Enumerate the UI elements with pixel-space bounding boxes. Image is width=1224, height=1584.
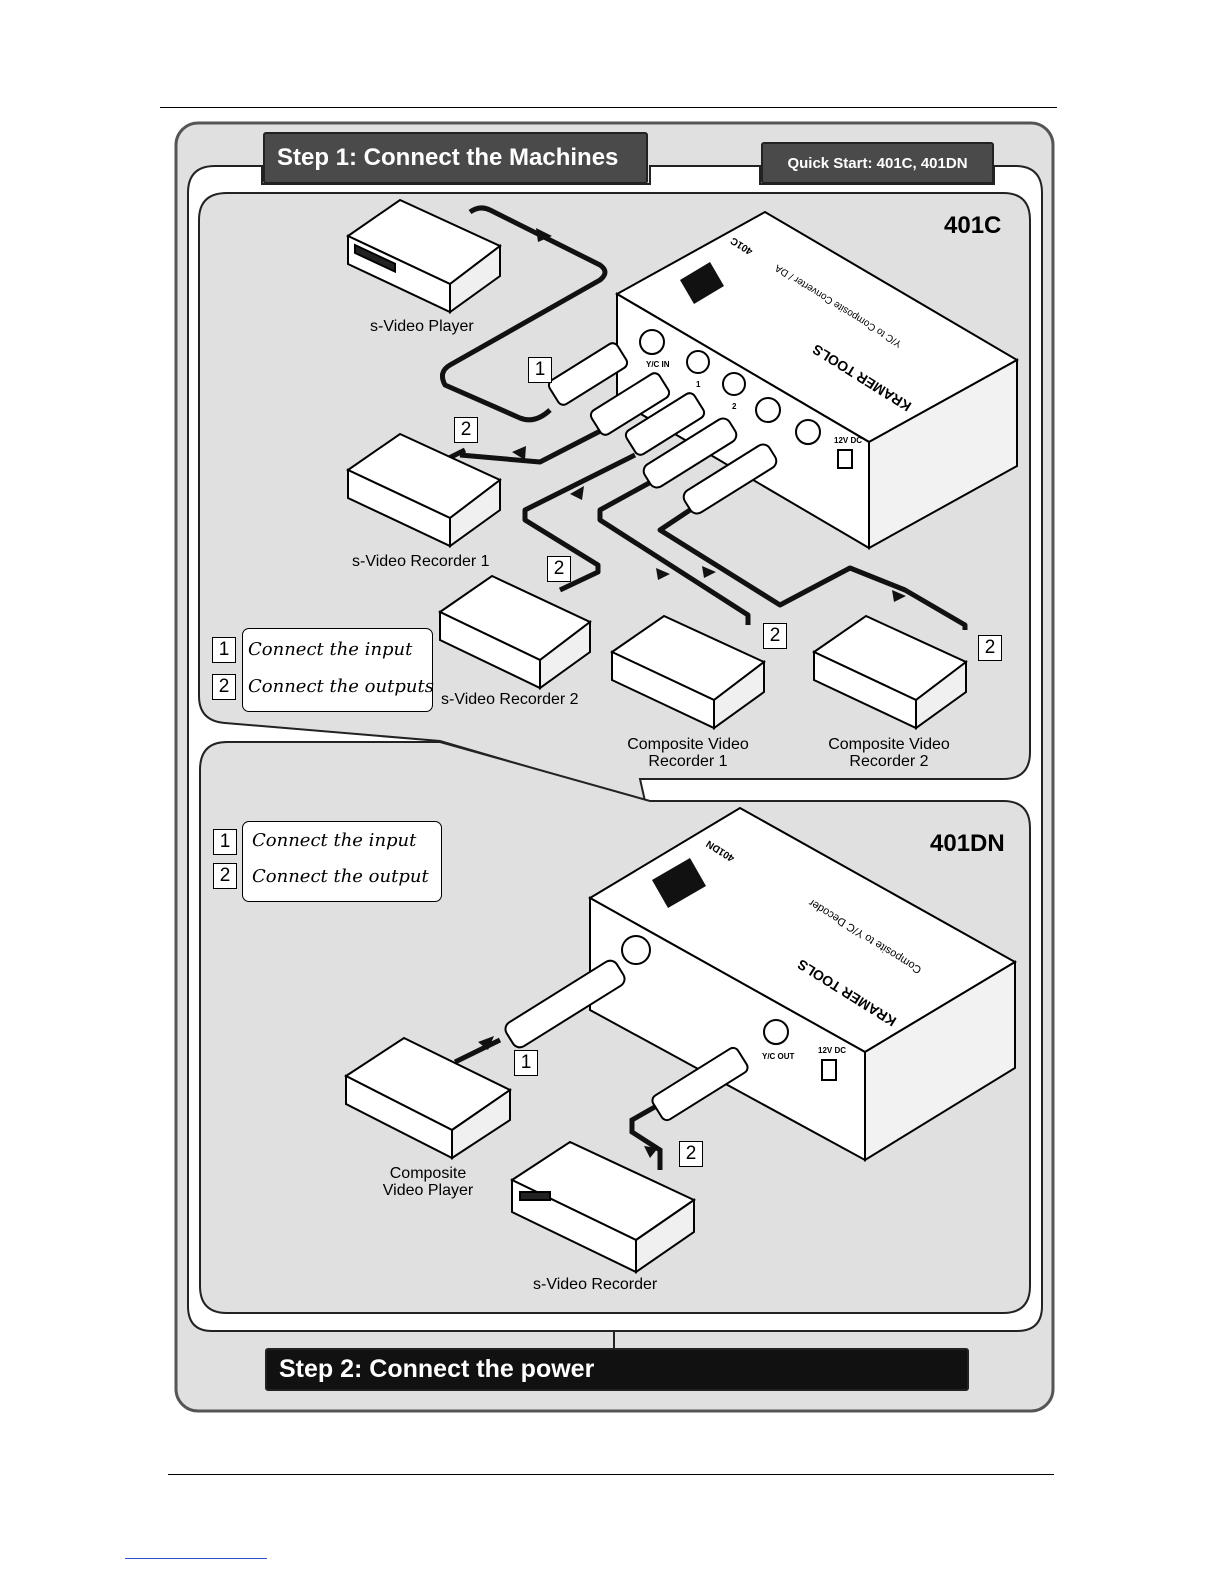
yc-in-port [639, 329, 665, 355]
device-401c-yc-in: Y/C IN [646, 360, 670, 369]
plug-bnc-1 [642, 417, 738, 489]
composite-recorder2-box [812, 614, 968, 730]
caption-svideo-recorder2: s-Video Recorder 2 [441, 691, 579, 708]
step1-title: Step 1: Connect the Machines [263, 132, 648, 184]
power-port-401c [837, 449, 853, 469]
top-rule [160, 107, 1057, 108]
composite-player-box [344, 1036, 512, 1160]
device-401dn-yc-out: Y/C OUT [762, 1052, 795, 1061]
marker-401c-comp2: 2 [978, 635, 1002, 661]
arrow-rec1 [512, 446, 526, 460]
arrow-dn-input [478, 1036, 494, 1050]
legend-401dn-n2: 2 [213, 863, 237, 889]
vcr-boxes-401dn [344, 1036, 697, 1274]
plug-dn-yc [651, 1046, 749, 1122]
legend-401c-n2: 2 [212, 674, 236, 700]
caption-composite-player-l1: Composite [389, 1165, 467, 1182]
power-port-401dn [821, 1059, 837, 1081]
device-401dn-power: 12V DC [818, 1046, 847, 1055]
arrow-input [536, 228, 552, 242]
cables-401dn [453, 1037, 663, 1170]
device-401c-out2: 2 [732, 402, 737, 411]
composite-recorder1-box [610, 614, 766, 730]
footer-link-rule [125, 1558, 267, 1559]
bottom-rule [168, 1474, 1054, 1475]
device-401c-out1: 1 [696, 380, 701, 389]
caption-composite-recorder2-l1: Composite Video [828, 736, 950, 753]
legend-401c [242, 628, 433, 712]
kramer-logo-401dn [652, 858, 706, 908]
svideo-recorder1-box [346, 432, 502, 548]
marker-401c-input: 1 [528, 357, 552, 383]
arrow-comp2a [702, 566, 716, 578]
plug-yc-in [547, 342, 629, 406]
marker-401c-comp1: 2 [763, 623, 787, 649]
yc-out-port [763, 1019, 789, 1045]
legend-401dn-t2: Connect the output [252, 866, 429, 887]
model-label-401dn: 401DN [930, 830, 1005, 857]
legend-401c-t2: Connect the outputs [248, 676, 434, 697]
kramer-logo-401c [680, 262, 724, 304]
step2-title: Step 2: Connect the power [265, 1348, 969, 1391]
svideo-recorder-dn-box [509, 1140, 697, 1274]
cable-svideo-rec1 [459, 423, 612, 465]
legend-401c-n1: 1 [212, 637, 236, 663]
device-401c [614, 210, 1020, 550]
arrows-401c [512, 228, 906, 602]
bnc-out2-port [795, 419, 821, 445]
cable-composite-rec2 [657, 507, 968, 630]
caption-composite-recorder1: Composite Video Recorder 1 [622, 736, 754, 770]
plugs-401c [547, 342, 778, 515]
caption-composite-recorder1-l2: Recorder 1 [648, 753, 728, 770]
cable-dn-output [629, 1101, 663, 1170]
caption-composite-recorder2: Composite Video Recorder 2 [823, 736, 955, 770]
caption-composite-player-l2: Video Player [382, 1182, 474, 1199]
caption-svideo-player: s-Video Player [370, 318, 474, 335]
yc-out2-port [722, 372, 746, 396]
marker-401dn-input: 1 [514, 1050, 538, 1076]
plug-yc-out2 [624, 392, 706, 456]
caption-svideo-recorder1: s-Video Recorder 1 [352, 553, 490, 570]
legend-401dn-t1: Connect the input [252, 830, 417, 851]
plug-yc-out1 [589, 372, 671, 436]
device-401dn [588, 806, 1017, 1162]
device-401dn-side [864, 960, 1016, 1162]
arrow-dn-output [644, 1146, 658, 1158]
arrow-comp1 [656, 568, 670, 580]
marker-401dn-output: 2 [679, 1141, 703, 1167]
caption-composite-recorder2-l2: Recorder 2 [849, 753, 929, 770]
svideo-player-box [346, 198, 502, 314]
cable-input [439, 205, 608, 423]
bnc-in-port [621, 935, 651, 965]
device-401c-side [868, 358, 1018, 550]
cable-composite-rec1 [597, 474, 751, 625]
arrow-comp2b [892, 590, 906, 602]
quick-start-badge: Quick Start: 401C, 401DN [761, 142, 994, 184]
plugs-401dn [504, 959, 749, 1122]
yc-out1-port [686, 350, 710, 374]
legend-401c-t1: Connect the input [248, 639, 413, 660]
plug-bnc-2 [682, 443, 778, 515]
vcr-boxes-401c [346, 198, 968, 730]
marker-401c-rec2: 2 [547, 556, 571, 582]
caption-composite-player: Composite Video Player [360, 1165, 496, 1199]
plug-dn-bnc [504, 959, 626, 1049]
arrows-401dn [478, 1036, 658, 1158]
caption-composite-recorder1-l1: Composite Video [627, 736, 749, 753]
arrow-rec2 [570, 486, 584, 500]
legend-401dn-n1: 1 [213, 829, 237, 855]
device-401c-power: 12V DC [834, 436, 863, 445]
cable-svideo-rec2 [522, 452, 637, 593]
cables-401c [439, 205, 968, 630]
model-label-401c: 401C [944, 212, 1002, 239]
cable-dn-input [453, 1037, 502, 1065]
legend-401dn [242, 821, 442, 902]
marker-401c-rec1: 2 [454, 417, 478, 443]
svideo-recorder2-box [438, 574, 592, 690]
bnc-out1-port [755, 397, 781, 423]
caption-svideo-recorder-dn: s-Video Recorder [533, 1276, 658, 1293]
